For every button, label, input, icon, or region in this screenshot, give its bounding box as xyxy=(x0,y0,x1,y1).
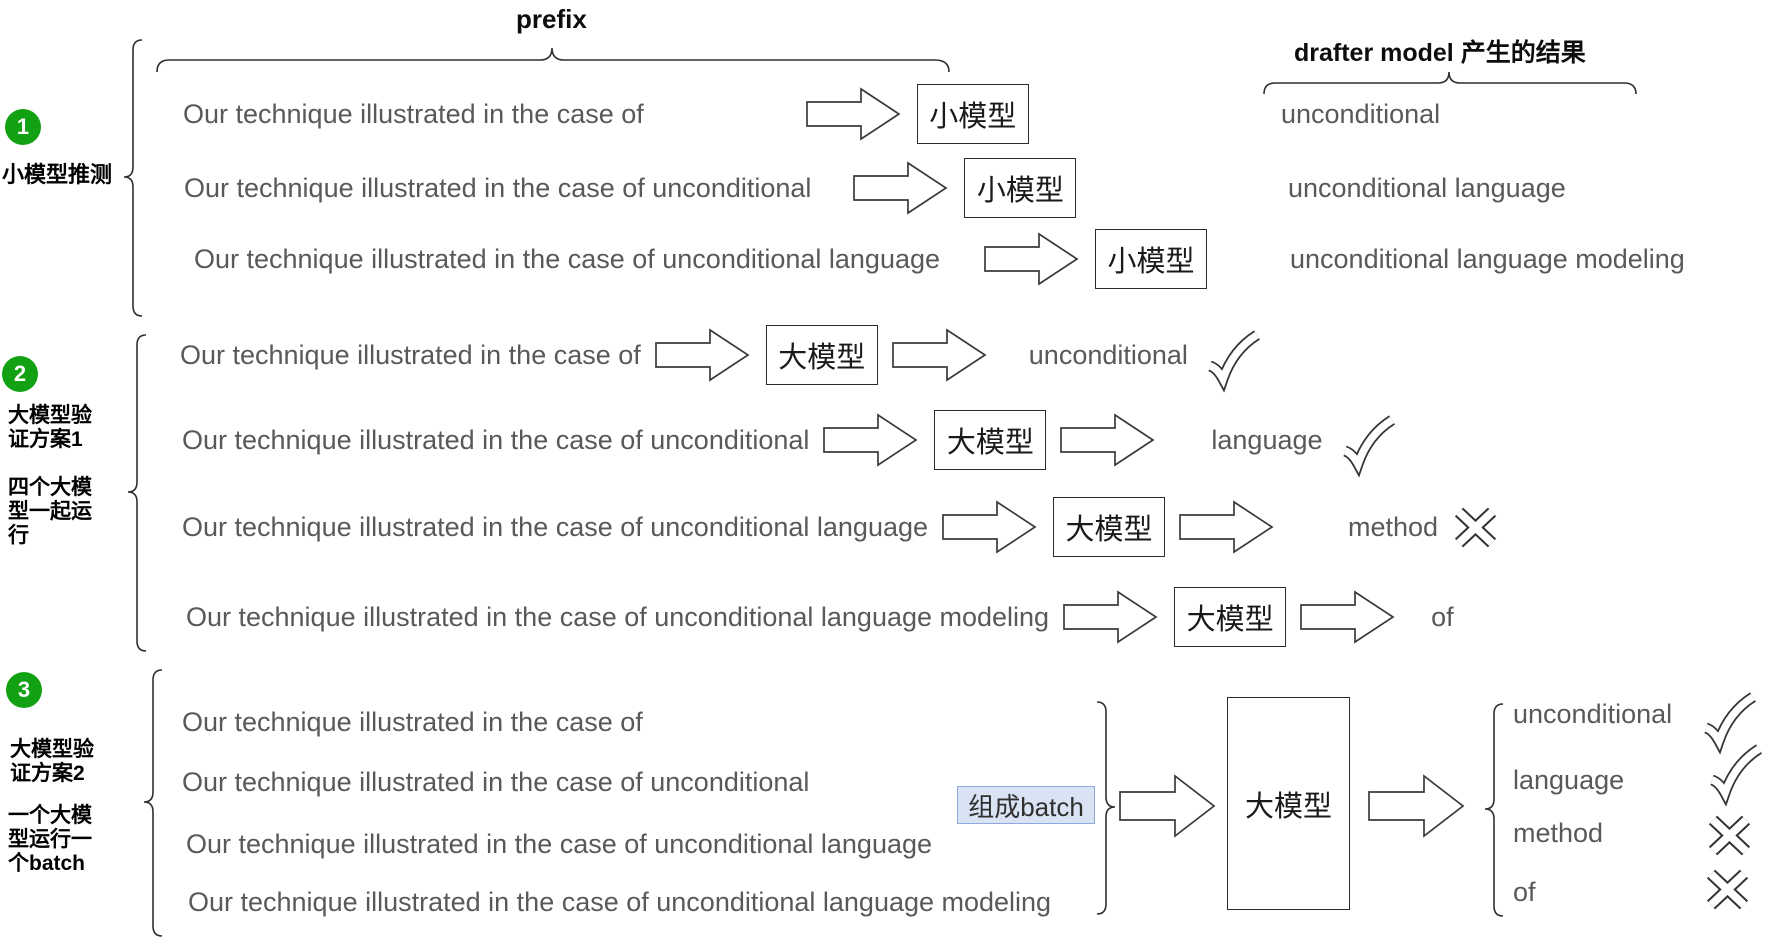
s1-row2: Our technique illustrated in the case of… xyxy=(184,156,1077,220)
verify-output-text: method xyxy=(1348,511,1439,542)
prefix-text: Our technique illustrated in the case of xyxy=(180,339,641,370)
check-icon xyxy=(1710,744,1763,807)
large-model-box: 大模型 xyxy=(934,410,1047,470)
s1-row3: Our technique illustrated in the case of… xyxy=(194,227,1208,291)
s2-row2: Our technique illustrated in the case of… xyxy=(182,408,1399,478)
arrow-right-icon xyxy=(984,232,1079,286)
small-model-box: 小模型 xyxy=(916,84,1029,144)
large-model-box: 大模型 xyxy=(765,325,878,385)
prefix-text: Our technique illustrated in the case of… xyxy=(194,243,941,274)
section2-number: 2 xyxy=(13,361,27,386)
arrow-right-icon xyxy=(1179,500,1274,554)
s1-row2-output: unconditional language xyxy=(1288,173,1566,203)
section3-number: 3 xyxy=(17,677,31,702)
prefix-text: Our technique illustrated in the case of… xyxy=(182,511,929,542)
s3-output2: language xyxy=(1513,765,1625,795)
s3-output4: of xyxy=(1513,877,1536,907)
section1-title: 小模型推测 xyxy=(2,162,113,187)
prefix-text: Our technique illustrated in the case of… xyxy=(184,172,812,203)
x-icon xyxy=(1708,815,1751,856)
s3-row3: Our technique illustrated in the case of… xyxy=(186,812,932,876)
arrow-right-icon xyxy=(891,328,987,382)
prefix-text: Our technique illustrated in the case of… xyxy=(186,828,933,859)
arrow-right-icon xyxy=(1060,413,1155,467)
prefix-label: prefix xyxy=(516,4,587,34)
x-icon xyxy=(1706,869,1749,910)
s3-output3: method xyxy=(1513,818,1604,848)
batch-group-brace xyxy=(1096,701,1116,915)
arrow-right-icon xyxy=(942,500,1037,554)
section3-subtitle: 一个大模型运行一个batch xyxy=(8,804,92,875)
s1-row1-output: unconditional xyxy=(1281,99,1441,129)
arrow-right-icon xyxy=(823,413,918,467)
section2-brace xyxy=(127,334,147,652)
small-model-box: 小模型 xyxy=(1095,229,1208,289)
arrow-right-icon xyxy=(853,161,948,215)
arrow-right-icon xyxy=(654,328,750,382)
check-icon xyxy=(1208,330,1260,393)
s1-row1: Our technique illustrated in the case of… xyxy=(183,82,1029,146)
check-icon xyxy=(1704,692,1757,755)
s3-row2: Our technique illustrated in the case of… xyxy=(182,750,809,814)
prefix-brace xyxy=(156,47,950,73)
check-icon xyxy=(1342,415,1395,478)
section1-number: 1 xyxy=(16,114,30,139)
outputs-brace xyxy=(1484,703,1504,917)
section2-subtitle: 四个大模型一起运行 xyxy=(8,476,92,547)
drafter-result-brace xyxy=(1263,71,1637,95)
s3-output1: unconditional xyxy=(1513,699,1673,729)
section3-brace xyxy=(143,669,163,937)
s1-row3-output: unconditional language modeling xyxy=(1290,244,1685,274)
x-icon xyxy=(1454,507,1497,547)
arrow-right-icon xyxy=(1063,590,1158,644)
arrow-right-icon xyxy=(805,87,901,141)
prefix-text: Our technique illustrated in the case of xyxy=(182,706,643,737)
arrow-right-icon xyxy=(1119,774,1216,838)
s3-row4: Our technique illustrated in the case of… xyxy=(188,870,1051,934)
verify-output-text: unconditional xyxy=(1028,339,1188,370)
prefix-text: Our technique illustrated in the case of… xyxy=(182,766,810,797)
large-model-box: 大模型 xyxy=(1174,587,1287,647)
large-model-box: 大模型 xyxy=(1053,497,1166,557)
arrow-right-icon xyxy=(1368,774,1465,838)
s2-row1: Our technique illustrated in the case of… xyxy=(180,323,1264,393)
small-model-box: 小模型 xyxy=(964,158,1077,218)
batch-highlight-label: 组成batch xyxy=(957,786,1095,824)
s3-row1: Our technique illustrated in the case of xyxy=(182,690,643,754)
section3-number-badge: 3 xyxy=(6,672,42,708)
section2-title: 大模型验证方案1 xyxy=(8,404,92,451)
section1-number-badge: 1 xyxy=(5,109,41,145)
prefix-text: Our technique illustrated in the case of xyxy=(183,98,644,129)
prefix-text: Our technique illustrated in the case of… xyxy=(182,424,810,455)
section1-brace xyxy=(123,39,143,317)
arrow-right-icon xyxy=(1300,590,1395,644)
section3-title: 大模型验证方案2 xyxy=(10,738,94,785)
verify-output-text: language xyxy=(1211,424,1323,455)
verify-output-text: of xyxy=(1431,601,1454,632)
drafter-result-label: drafter model 产生的结果 xyxy=(1294,39,1586,67)
large-model-box: 大模型 xyxy=(1227,697,1350,910)
section2-number-badge: 2 xyxy=(2,356,38,392)
prefix-text: Our technique illustrated in the case of… xyxy=(186,601,1050,632)
prefix-text: Our technique illustrated in the case of… xyxy=(188,886,1052,917)
s2-row4: Our technique illustrated in the case of… xyxy=(186,585,1454,649)
s2-row3: Our technique illustrated in the case of… xyxy=(182,495,1499,559)
